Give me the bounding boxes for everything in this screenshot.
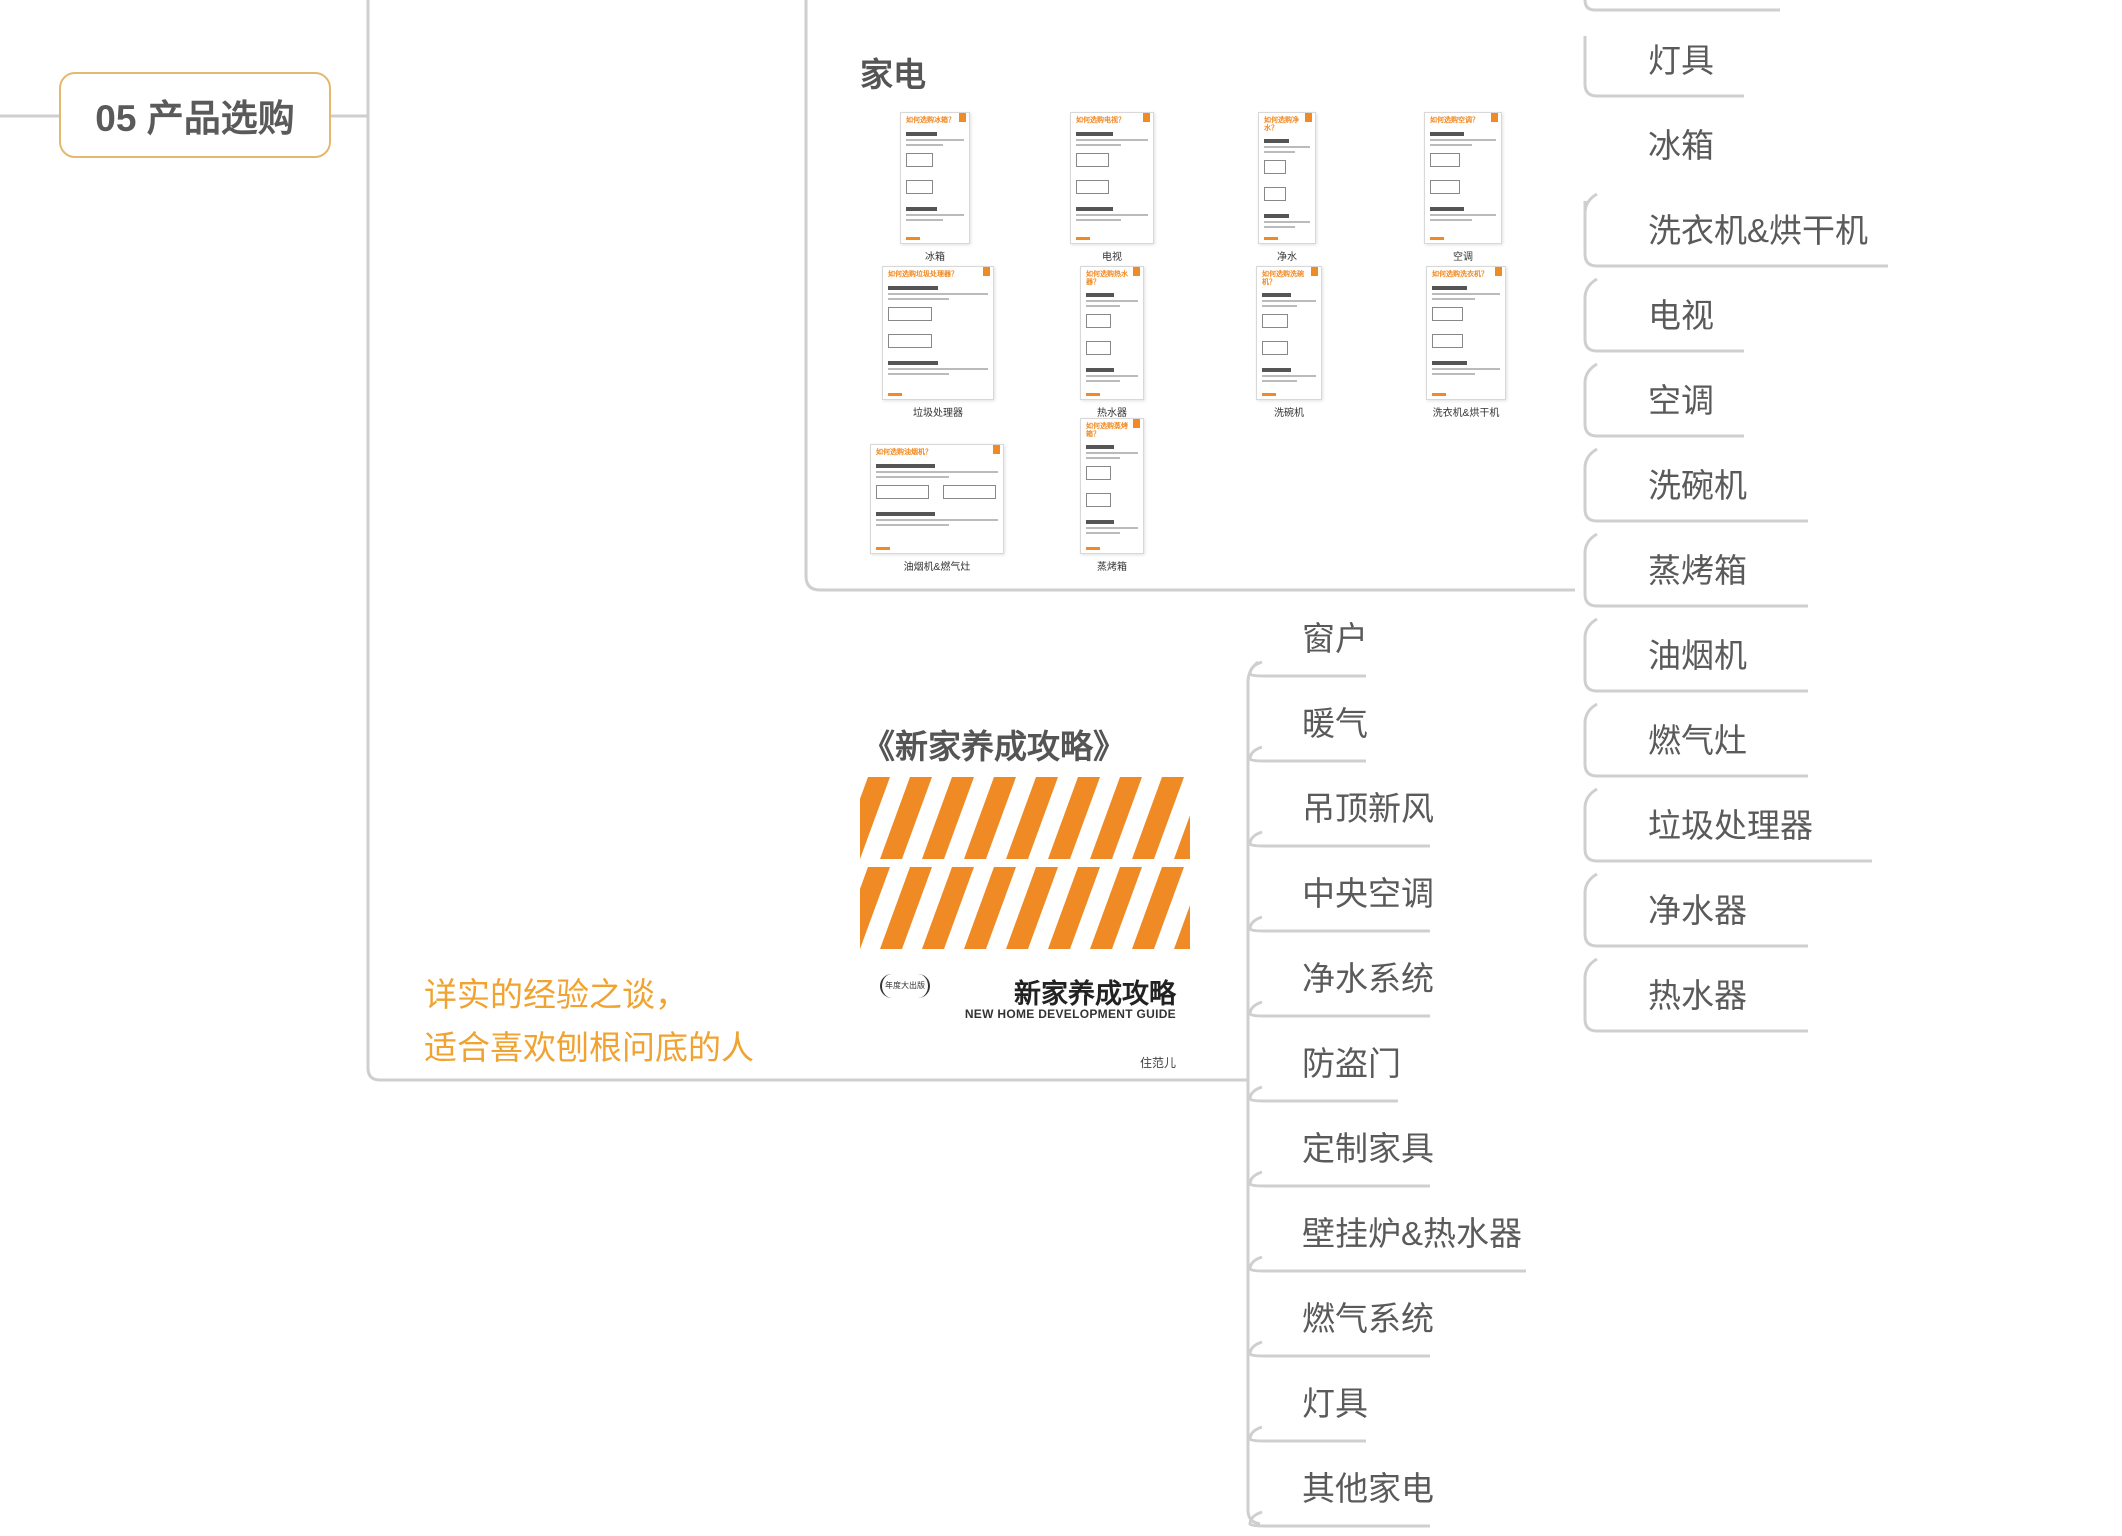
right-branch-item[interactable]: 冰箱 [1648,127,1714,164]
note-line-2: 适合喜欢刨根问底的人 [424,1029,754,1066]
thumbnail-title: 如何选购洗碗机？ [1262,271,1304,286]
book-branch-item[interactable]: 其他家电 [1302,1470,1434,1507]
book-branch-item[interactable]: 窗户 [1302,620,1368,657]
thumbnail-caption: 空调 [1453,252,1473,263]
thumbnail-bookmark-icon [1305,113,1312,122]
book-cover[interactable]: 年度大出版 新家养成攻略 NEW HOME DEVELOPMENT GUIDE … [860,772,1190,1072]
thumbnail-bookmark-icon [1143,113,1150,122]
thumbnail-bookmark-icon [959,113,966,122]
book-branch-item[interactable]: 燃气系统 [1302,1300,1434,1337]
book-badge: 年度大出版 [880,974,930,998]
thumbnail-bookmark-icon [1311,267,1318,276]
root-node[interactable]: 05 产品选购 [59,72,331,158]
thumbnail-title: 如何选购洗衣机？ [1432,271,1488,278]
appliance-thumbnail[interactable]: 如何选购电视？ [1070,112,1154,244]
book-branch-item[interactable]: 吊顶新风 [1302,790,1434,827]
right-branch-item[interactable]: 电视 [1648,297,1714,334]
appliance-thumbnail[interactable]: 如何选购洗衣机？ [1426,266,1506,400]
thumbnail-bookmark-icon [1495,267,1502,276]
root-node-label: 05 产品选购 [95,98,295,139]
appliance-thumbnail[interactable]: 如何选购热水器？ [1080,266,1144,400]
thumbnail-title: 如何选购蒸烤箱？ [1086,423,1128,438]
right-branch-item[interactable]: 燃气灶 [1648,722,1747,759]
appliance-thumbnail[interactable]: 如何选购洗碗机？ [1256,266,1322,400]
book-stripe-pattern [860,772,1190,957]
book-cover-title: 新家养成攻略 [1014,979,1176,1009]
right-branch-item[interactable]: 垃圾处理器 [1648,807,1813,844]
book-branch-item[interactable]: 防盗门 [1302,1045,1401,1082]
appliance-thumbnail[interactable]: 如何选购净水？ [1258,112,1316,244]
right-branch-item[interactable]: 蒸烤箱 [1648,552,1747,589]
right-branch-item[interactable]: 热水器 [1648,977,1747,1014]
thumbnail-caption: 垃圾处理器 [913,408,963,419]
thumbnail-caption: 洗衣机&烘干机 [1432,408,1500,419]
book-branch-item[interactable]: 中央空调 [1302,875,1434,912]
book-branch-item[interactable]: 壁挂炉&热水器 [1302,1215,1523,1252]
thumbnail-title: 如何选购净水？ [1264,117,1299,132]
thumbnail-caption: 洗碗机 [1274,408,1304,419]
thumbnail-title: 如何选购垃圾处理器？ [888,271,958,278]
thumbnail-caption: 冰箱 [925,252,945,263]
book-cover-brand: 住范儿 [1139,1056,1176,1070]
book-title: 《新家养成攻略》 [862,728,1126,765]
thumbnail-bookmark-icon [1133,419,1140,428]
book-branch-item[interactable]: 灯具 [1302,1385,1368,1422]
thumbnail-title: 如何选购冰箱？ [906,117,955,124]
thumbnail-caption: 净水 [1277,252,1297,263]
right-branch-item[interactable]: 油烟机 [1648,637,1747,674]
note-line-1: 详实的经验之谈， [424,976,688,1013]
thumbnail-caption: 蒸烤箱 [1097,562,1127,573]
thumbnail-title: 如何选购油烟机？ [876,449,932,456]
thumbnail-caption: 热水器 [1097,408,1127,419]
book-cover-subtitle: NEW HOME DEVELOPMENT GUIDE [964,1007,1176,1021]
thumbnail-bookmark-icon [993,445,1000,454]
appliance-thumbnail[interactable]: 如何选购蒸烤箱？ [1080,418,1144,554]
thumbnail-caption: 油烟机&燃气灶 [903,562,971,573]
thumbnail-bookmark-icon [983,267,990,276]
thumbnail-title: 如何选购电视？ [1076,117,1125,124]
thumbnail-caption: 电视 [1102,252,1122,263]
right-branch-item[interactable]: 空调 [1648,382,1714,419]
right-branch-item[interactable]: 洗衣机&烘干机 [1648,212,1869,249]
appliance-thumbnail[interactable]: 如何选购冰箱？ [900,112,970,244]
right-branch-item[interactable]: 洗碗机 [1648,467,1747,504]
right-branch-item[interactable]: 灯具 [1648,42,1714,79]
thumbnail-title: 如何选购空调？ [1430,117,1479,124]
appliance-thumbnail[interactable]: 如何选购油烟机？ [870,444,1004,554]
thumbnail-bookmark-icon [1491,113,1498,122]
appliance-thumbnail[interactable]: 如何选购垃圾处理器？ [882,266,994,400]
thumbnail-bookmark-icon [1133,267,1140,276]
right-branch-item[interactable]: 净水器 [1648,892,1747,929]
appliances-title: 家电 [860,56,926,93]
appliance-thumbnail[interactable]: 如何选购空调？ [1424,112,1502,244]
thumbnail-title: 如何选购热水器？ [1086,271,1128,286]
book-branch-item[interactable]: 暖气 [1302,705,1368,742]
book-branch-item[interactable]: 定制家具 [1302,1130,1434,1167]
book-branch-item[interactable]: 净水系统 [1302,960,1434,997]
